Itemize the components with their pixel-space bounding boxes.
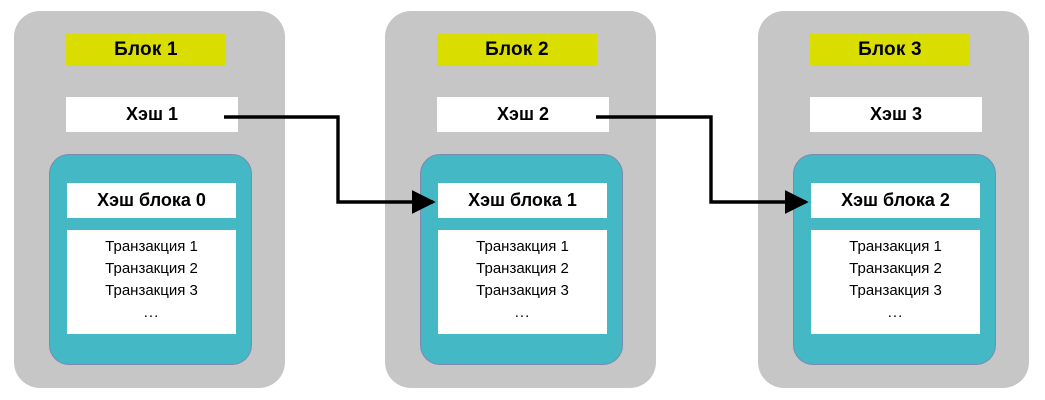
block-card-2: Блок 2 Хэш 2 Хэш блока 1 Транзакция 1 Тр… [385,11,656,388]
transaction-item: Транзакция 3 [476,282,569,299]
previous-block-hash-3: Хэш блока 2 [811,183,980,218]
transaction-list-2: Транзакция 1 Транзакция 2 Транзакция 3 .… [438,230,607,334]
block-inner-container-1: Хэш блока 0 Транзакция 1 Транзакция 2 Тр… [49,154,252,365]
block-title-2: Блок 2 [437,34,597,66]
block-title-1: Блок 1 [66,34,226,66]
block-card-3: Блок 3 Хэш 3 Хэш блока 2 Транзакция 1 Тр… [758,11,1029,388]
block-hash-1: Хэш 1 [66,97,238,132]
block-inner-container-2: Хэш блока 1 Транзакция 1 Транзакция 2 Тр… [420,154,623,365]
transaction-item: Транзакция 3 [105,282,198,299]
transaction-ellipsis: ... [887,304,904,321]
transaction-ellipsis: ... [143,304,160,321]
transaction-item: Транзакция 2 [849,260,942,277]
block-title-3: Блок 3 [810,34,970,66]
block-hash-2: Хэш 2 [437,97,609,132]
transaction-list-3: Транзакция 1 Транзакция 2 Транзакция 3 .… [811,230,980,334]
transaction-item: Транзакция 1 [849,238,942,255]
transaction-list-1: Транзакция 1 Транзакция 2 Транзакция 3 .… [67,230,236,334]
previous-block-hash-1: Хэш блока 0 [67,183,236,218]
transaction-item: Транзакция 2 [476,260,569,277]
transaction-item: Транзакция 1 [105,238,198,255]
block-inner-container-3: Хэш блока 2 Транзакция 1 Транзакция 2 Тр… [793,154,996,365]
block-hash-3: Хэш 3 [810,97,982,132]
block-card-1: Блок 1 Хэш 1 Хэш блока 0 Транзакция 1 Тр… [14,11,285,388]
transaction-item: Транзакция 3 [849,282,942,299]
transaction-item: Транзакция 1 [476,238,569,255]
transaction-item: Транзакция 2 [105,260,198,277]
previous-block-hash-2: Хэш блока 1 [438,183,607,218]
transaction-ellipsis: ... [514,304,531,321]
